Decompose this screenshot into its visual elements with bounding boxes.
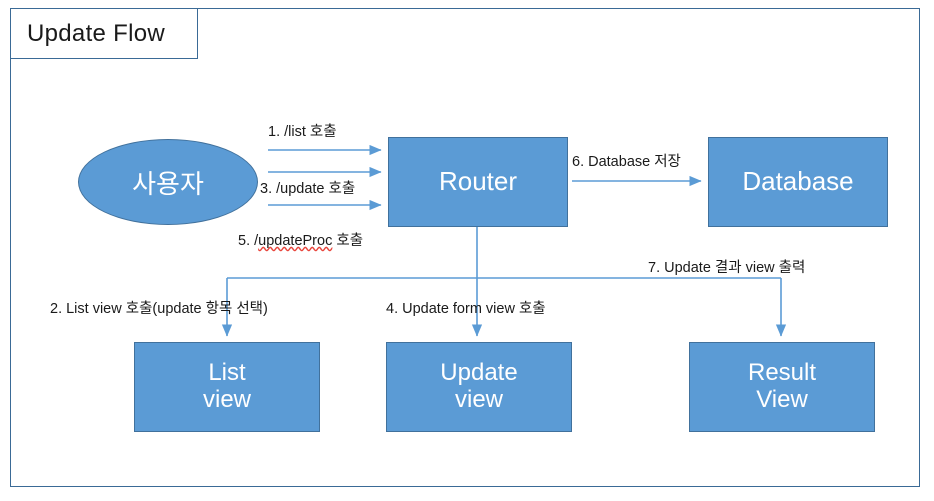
node-update-view[interactable]: Update view [386,342,572,432]
node-list-view[interactable]: List view [134,342,320,432]
node-user-label: 사용자 [132,168,204,199]
edge-label-step-2: 2. List view 호출(update 항목 선택) [50,301,268,317]
edge-label-step-5: 5. /updateProc 호출 [238,229,363,250]
node-update-view-label-line1: Update [440,359,518,387]
node-list-view-label-line1: List [208,359,246,387]
node-database-label: Database [742,166,854,197]
node-result-view[interactable]: Result View [689,342,875,432]
node-router[interactable]: Router [388,137,568,227]
node-database[interactable]: Database [708,137,888,227]
node-update-view-label-line2: view [454,386,503,413]
edge-label-step-3: 3. /update 호출 [260,181,356,197]
edge-label-step-5-term: updateProc [258,233,333,249]
node-user[interactable]: 사용자 [78,139,258,225]
edge-label-step-6: 6. Database 저장 [572,154,681,170]
page-title: Update Flow [27,19,166,47]
node-router-label: Router [438,166,518,197]
edge-label-step-5-suffix: 호출 [332,233,364,249]
diagram-title-box: Update Flow [10,8,198,59]
diagram-frame [10,8,920,487]
edge-label-step-7: 7. Update 결과 view 출력 [648,260,806,276]
edge-label-step-1: 1. /list 호출 [268,124,337,140]
node-result-view-label-line2: View [756,386,808,413]
node-result-view-label-line1: Result [747,359,817,387]
edge-label-step-4: 4. Update form view 호출 [386,301,546,317]
edge-label-step-5-prefix: 5. / [238,233,259,249]
node-list-view-label-line2: view [202,386,251,413]
